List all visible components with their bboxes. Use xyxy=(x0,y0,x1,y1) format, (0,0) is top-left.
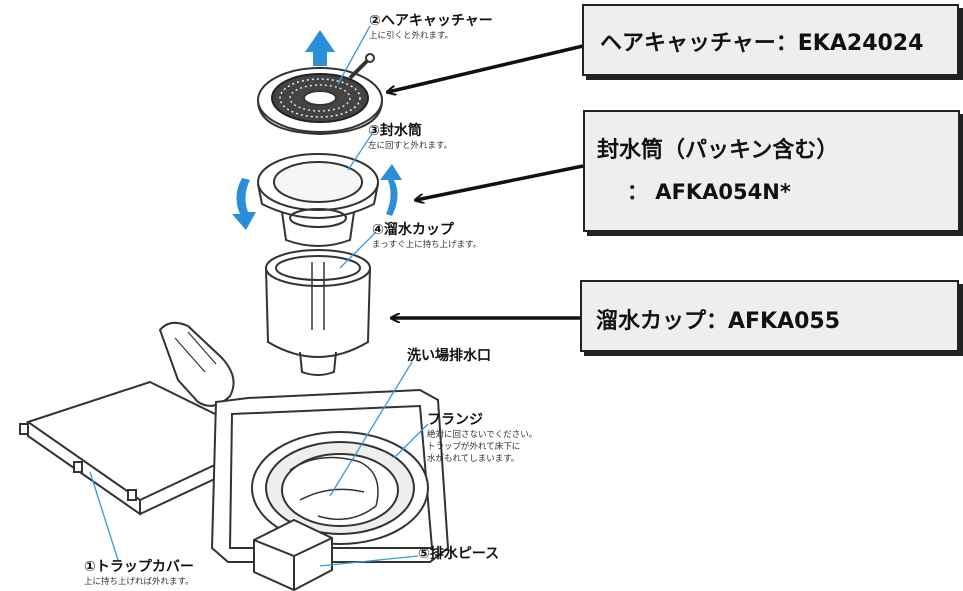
hair-catcher-part-number: ヘアキャッチャー：EKA24024 xyxy=(600,31,924,56)
hair-catcher-label: ②ヘアキャッチャー 上に引くと外れます。 xyxy=(369,10,493,42)
sink-drain-label: 洗い場排水口 xyxy=(407,345,491,365)
callout-arrows xyxy=(388,44,584,318)
rotate-left-arrow-icon xyxy=(232,178,256,230)
lift-arrow-icon xyxy=(305,30,335,66)
seal-tube-part-number-box: 封水筒（パッキン含む） ： AFKA054N* xyxy=(583,110,960,232)
water-cup-part-number: 溜水カップ：AFKA055 xyxy=(596,309,841,334)
flange-note-line: 水がもれてしまいます。 xyxy=(427,454,520,464)
hair-catcher-part-number-box: ヘアキャッチャー：EKA24024 xyxy=(582,4,959,76)
part-leader-lines xyxy=(89,25,429,567)
drain-piece-title: ⑤排水ピース xyxy=(418,546,500,562)
seal-tube-part-name: 封水筒（パッキン含む） xyxy=(597,138,839,163)
flange-note-line: 絶対に回さないでください。 xyxy=(427,430,538,440)
hair-catcher-title: ②ヘアキャッチャー xyxy=(369,13,493,29)
water-cup-label: ④溜水カップ まっすぐ上に持ち上げます。 xyxy=(372,219,481,251)
flange-note-line: トラップが外れて床下に xyxy=(427,442,521,452)
water-cup-note: まっすぐ上に持ち上げます。 xyxy=(372,240,482,250)
seal-tube-label: ③封水筒 左に回すと外れます。 xyxy=(368,120,452,152)
trap-cover-label: ①トラップカバー 上に持ち上げれば外れます。 xyxy=(84,556,194,588)
trap-cover-title: ①トラップカバー xyxy=(84,559,194,575)
hair-catcher-note: 上に引くと外れます。 xyxy=(369,31,454,41)
flange-label: フランジ 絶対に回さないでください。 トラップが外れて床下に 水がもれてしまいま… xyxy=(427,409,537,465)
trap-cover-note: 上に持ち上げれば外れます。 xyxy=(84,577,194,587)
water-cup-illustration xyxy=(265,249,371,376)
seal-tube-illustration xyxy=(257,153,379,247)
sink-drain-illustration xyxy=(210,388,450,563)
seal-tube-title: ③封水筒 xyxy=(368,123,422,139)
sink-drain-title: 洗い場排水口 xyxy=(407,348,491,364)
water-cup-title: ④溜水カップ xyxy=(372,222,454,238)
seal-tube-note: 左に回すと外れます。 xyxy=(368,141,453,151)
hair-catcher-illustration xyxy=(257,53,383,136)
rotate-right-arrow-icon xyxy=(380,164,402,216)
water-cup-part-number-box: 溜水カップ：AFKA055 xyxy=(580,280,959,352)
seal-tube-part-number: ： AFKA054N* xyxy=(627,180,791,204)
flange-title: フランジ xyxy=(427,412,483,428)
drain-piece-label: ⑤排水ピース xyxy=(418,543,499,563)
drain-piece-illustration xyxy=(253,518,333,591)
